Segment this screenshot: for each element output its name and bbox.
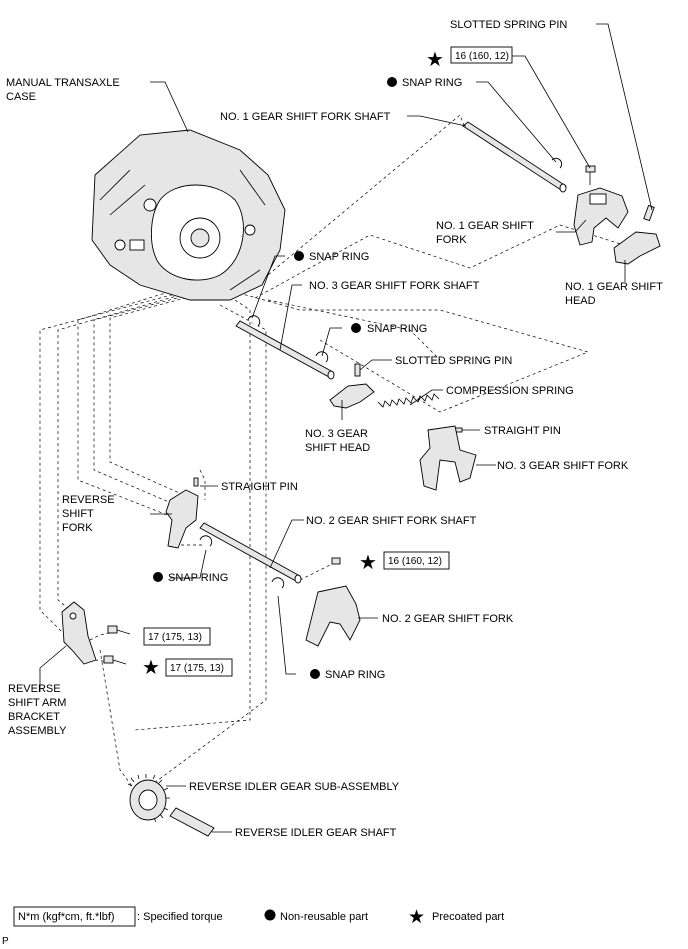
no3-gear-shift-head-part: [329, 383, 375, 409]
snap-ring-3-part: [315, 351, 329, 363]
torque-no2-fork-bolt: 16 (160, 12): [388, 556, 442, 567]
label-snap-ring-3: SNAP RING: [367, 323, 427, 335]
non-reusable-dot-icon: [264, 909, 276, 921]
label-snap-ring-5-group: SNAP RING: [310, 669, 385, 681]
label-reverse-idler-shaft: REVERSE IDLER GEAR SHAFT: [235, 827, 397, 839]
torque-bracket-bolt-1: 17 (175, 13): [148, 632, 202, 643]
legend-torque-desc: : Specified torque: [137, 911, 223, 923]
no1-gear-shift-fork-shaft: [462, 121, 567, 193]
label-no2-fork: NO. 2 GEAR SHIFT FORK: [382, 613, 514, 625]
torque-bracket-bolt-2: 17 (175, 13): [170, 663, 224, 674]
label-reverse-fork-1: REVERSE: [62, 494, 115, 506]
non-reusable-dot-icon: [387, 77, 397, 87]
label-reverse-fork-2: SHIFT: [62, 508, 94, 520]
label-snap-ring-2-group: SNAP RING: [294, 251, 369, 263]
snap-ring-2-part: [247, 315, 261, 327]
legend: N*m (kgf*cm, ft.*lbf) : Specified torque…: [13, 906, 504, 928]
label-no1-fork-1: NO. 1 GEAR SHIFT: [436, 220, 534, 232]
precoated-star-icon: ★: [408, 906, 425, 928]
label-straight-pin-left: STRAIGHT PIN: [221, 481, 298, 493]
label-snap-ring-top-group: SNAP RING: [387, 77, 462, 89]
torque-callout-bracket-2: ★ 17 (175, 13): [142, 655, 233, 679]
label-no1-head-1: NO. 1 GEAR SHIFT: [565, 281, 663, 293]
reverse-shift-arm-bracket-part: [61, 601, 97, 665]
label-snap-ring-2: SNAP RING: [309, 251, 369, 263]
no2-gear-shift-fork-shaft-part: [199, 522, 302, 584]
label-slotted-spring-pin-mid: SLOTTED SPRING PIN: [395, 355, 512, 367]
no1-gear-shift-fork-part: [573, 187, 629, 246]
bolt-top-part: [585, 165, 596, 185]
no2-gear-shift-fork-part: [305, 585, 361, 647]
label-manual-transaxle-case-1: MANUAL TRANSAXLE: [6, 77, 120, 89]
label-compression-spring: COMPRESSION SPRING: [446, 385, 574, 397]
label-no3-shaft: NO. 3 GEAR SHIFT FORK SHAFT: [309, 280, 480, 292]
label-no1-shaft: NO. 1 GEAR SHIFT FORK SHAFT: [220, 111, 391, 123]
label-snap-ring-4-group: SNAP RING: [153, 572, 228, 584]
label-snap-ring-4: SNAP RING: [168, 572, 228, 584]
label-reverse-idler-gear: REVERSE IDLER GEAR SUB-ASSEMBLY: [189, 781, 400, 793]
legend-torque-box: [13, 906, 136, 927]
leader-lines: [39, 23, 653, 833]
torque-callout-bracket-1: 17 (175, 13): [143, 627, 211, 646]
legend-precoated: Precoated part: [432, 911, 504, 923]
label-no1-head-2: HEAD: [565, 295, 596, 307]
non-reusable-dot-icon: [153, 572, 163, 582]
no1-gear-shift-head-part: [613, 231, 661, 265]
label-no3-head-2: SHIFT HEAD: [305, 442, 370, 454]
corner-mark: P: [2, 936, 9, 947]
label-no3-fork: NO. 3 GEAR SHIFT FORK: [497, 460, 629, 472]
torque-top-bolt: 16 (160, 12): [455, 51, 509, 62]
torque-callout-top: ★ 16 (160, 12): [426, 46, 513, 71]
bolt-no2-part: [331, 557, 341, 565]
label-reverse-fork-3: FORK: [62, 522, 93, 534]
snap-ring-5-part: [271, 577, 285, 589]
reverse-idler-gear-part: [127, 774, 170, 823]
label-reverse-bracket-1: REVERSE: [8, 683, 61, 695]
label-slotted-spring-pin-top: SLOTTED SPRING PIN: [450, 19, 567, 31]
label-no2-shaft: NO. 2 GEAR SHIFT FORK SHAFT: [306, 515, 477, 527]
snap-ring-4-part: [199, 535, 213, 547]
label-snap-ring-5: SNAP RING: [325, 669, 385, 681]
precoated-star-icon: ★: [359, 550, 377, 574]
compression-spring-part: [377, 393, 440, 408]
label-no3-head-1: NO. 3 GEAR: [305, 428, 368, 440]
label-no1-fork-2: FORK: [436, 234, 467, 246]
slotted-spring-pin-top-part: [643, 204, 655, 222]
manual-transaxle-case: [91, 129, 286, 301]
slotted-spring-pin-mid-part: [354, 363, 361, 377]
no3-gear-shift-fork-shaft-part: [235, 320, 335, 380]
straight-pin-left-part: [193, 477, 199, 487]
bracket-bolt-1-part: [107, 625, 131, 635]
label-reverse-bracket-2: SHIFT ARM: [8, 697, 66, 709]
assembly-dashed-lines: [39, 114, 641, 796]
label-snap-ring-3-group: SNAP RING: [351, 323, 427, 335]
legend-torque-unit: N*m (kgf*cm, ft.*lbf): [18, 911, 115, 923]
legend-non-reusable: Non-reusable part: [280, 911, 368, 923]
non-reusable-dot-icon: [351, 323, 361, 333]
bracket-bolt-2-part: [103, 655, 127, 665]
no3-gear-shift-fork-part: [419, 425, 477, 491]
precoated-star-icon: ★: [142, 655, 160, 679]
torque-callout-no2-fork: ★ 16 (160, 12): [359, 550, 450, 574]
reverse-shift-fork-part: [165, 489, 199, 549]
label-manual-transaxle-case-2: CASE: [6, 91, 36, 103]
non-reusable-dot-icon: [310, 669, 320, 679]
label-snap-ring-top: SNAP RING: [402, 77, 462, 89]
label-reverse-bracket-3: BRACKET: [8, 711, 60, 723]
non-reusable-dot-icon: [294, 251, 304, 261]
label-reverse-bracket-4: ASSEMBLY: [8, 725, 67, 737]
precoated-star-icon: ★: [426, 47, 444, 71]
reverse-idler-shaft-part: [169, 807, 215, 837]
snap-ring-top-part: [551, 157, 563, 169]
label-straight-pin-right: STRAIGHT PIN: [484, 425, 561, 437]
